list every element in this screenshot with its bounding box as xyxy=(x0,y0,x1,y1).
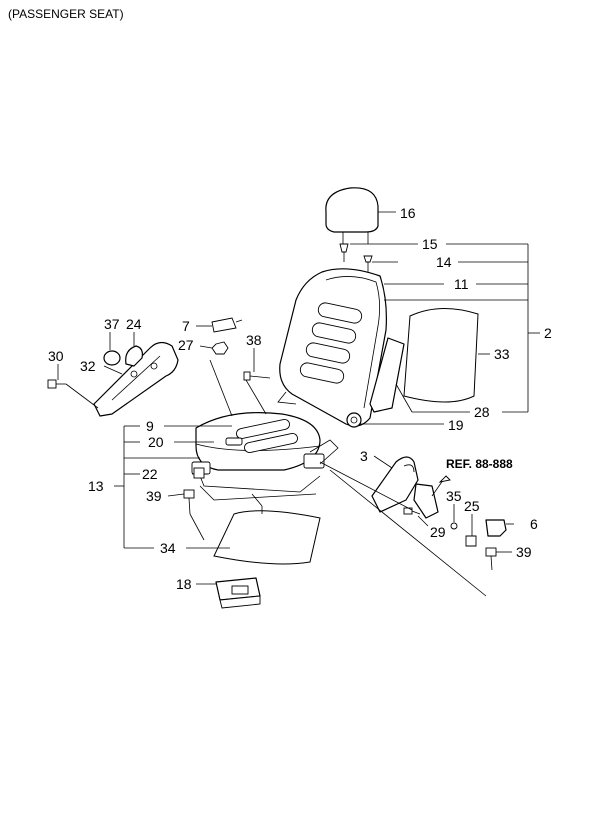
callout-16: 16 xyxy=(400,205,416,221)
callout-20: 20 xyxy=(148,434,164,450)
diagram-caption: (PASSENGER SEAT) xyxy=(8,7,124,21)
seat-cushion-pad xyxy=(213,510,321,565)
rail-bracket xyxy=(193,467,205,479)
seat-back xyxy=(277,268,387,427)
callout-2: 2 xyxy=(544,325,552,341)
callout-7: 7 xyxy=(182,318,190,334)
callout-24: 24 xyxy=(126,316,142,332)
headrest-guide xyxy=(339,243,349,262)
callout-6: 6 xyxy=(530,516,538,532)
cover-screw xyxy=(403,507,421,515)
rail-bolt-left xyxy=(183,489,195,515)
callout-25: 25 xyxy=(464,498,480,514)
callout-37: 37 xyxy=(104,316,120,332)
callout-11: 11 xyxy=(454,276,469,292)
seat-cushion-ribs xyxy=(225,418,298,454)
callout-18: 18 xyxy=(176,576,192,592)
callout-30: 30 xyxy=(48,348,64,364)
side-shield xyxy=(93,341,179,417)
handle-cover xyxy=(125,345,143,367)
leader-lines xyxy=(57,211,540,597)
callout-35: 35 xyxy=(446,488,462,504)
callout-19: 19 xyxy=(448,417,464,433)
headrest xyxy=(325,187,379,244)
callout-34: 34 xyxy=(160,540,176,556)
headrest-guide-lock xyxy=(363,255,373,272)
side-cover-outer xyxy=(371,456,439,519)
callout-3: 3 xyxy=(360,448,368,464)
nut xyxy=(211,341,229,355)
seat-block xyxy=(215,577,261,609)
callout-28: 28 xyxy=(474,404,490,420)
mounting-bolt xyxy=(47,379,66,389)
callout-14: 14 xyxy=(436,254,452,270)
seat-back-pad xyxy=(403,307,479,403)
seat-back-side-cover xyxy=(369,337,405,413)
recliner-knob xyxy=(346,412,362,428)
reference-arrow xyxy=(431,475,451,497)
callout-38: 38 xyxy=(246,332,262,348)
callout-29: 29 xyxy=(430,524,446,540)
callout-39-right: 39 xyxy=(516,544,532,560)
callout-33: 33 xyxy=(494,346,510,362)
callout-13: 13 xyxy=(88,478,104,494)
clip-nut xyxy=(465,535,477,547)
rail-bolt-right xyxy=(485,547,497,571)
end-cap xyxy=(485,519,507,537)
screw-35 xyxy=(450,522,458,530)
seat-cushion xyxy=(195,412,321,471)
callout-9: 9 xyxy=(146,418,154,434)
callout-numbers: 16 15 14 11 2 33 28 19 37 24 7 27 38 30 … xyxy=(48,205,552,592)
callout-27: 27 xyxy=(178,337,194,353)
ring-cap xyxy=(103,350,121,366)
callout-32: 32 xyxy=(80,358,96,374)
callout-39-left: 39 xyxy=(146,488,162,504)
callout-22: 22 xyxy=(142,466,158,482)
reference-label: REF. 88-888 xyxy=(446,457,513,471)
seat-back-cushion-ribs xyxy=(299,302,363,384)
callout-15: 15 xyxy=(422,236,438,252)
side-bolt xyxy=(243,371,271,381)
clip xyxy=(211,317,243,333)
